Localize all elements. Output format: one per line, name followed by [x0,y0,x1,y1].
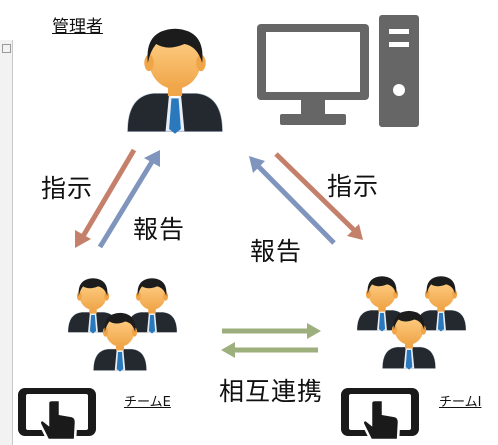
team-people-icon [356,275,467,370]
computer-icon [257,15,419,127]
background-window-edge [0,40,13,445]
tablet-touch-icon [339,386,421,442]
instruction-label-right: 指示 [327,172,380,201]
report-label-right: 報告 [250,237,303,266]
instruction-label-left: 指示 [41,174,94,203]
team-i-label: チームI [439,395,482,410]
arrow-report-right [249,156,336,245]
arrow-instruction-right [274,152,363,240]
admin-label: 管理者 [52,17,103,37]
arrow-collaboration-right [222,323,321,339]
tablet-touch-icon [16,386,98,442]
report-label-left: 報告 [133,215,186,244]
team-e-label: チームE [124,395,171,410]
team-people-icon [67,277,178,372]
arrow-report-left [97,150,160,249]
arrow-collaboration-left [221,342,318,358]
admin-person-icon [127,28,223,135]
collaboration-label: 相互連携 [219,377,324,406]
arrow-instruction-left [75,148,137,248]
